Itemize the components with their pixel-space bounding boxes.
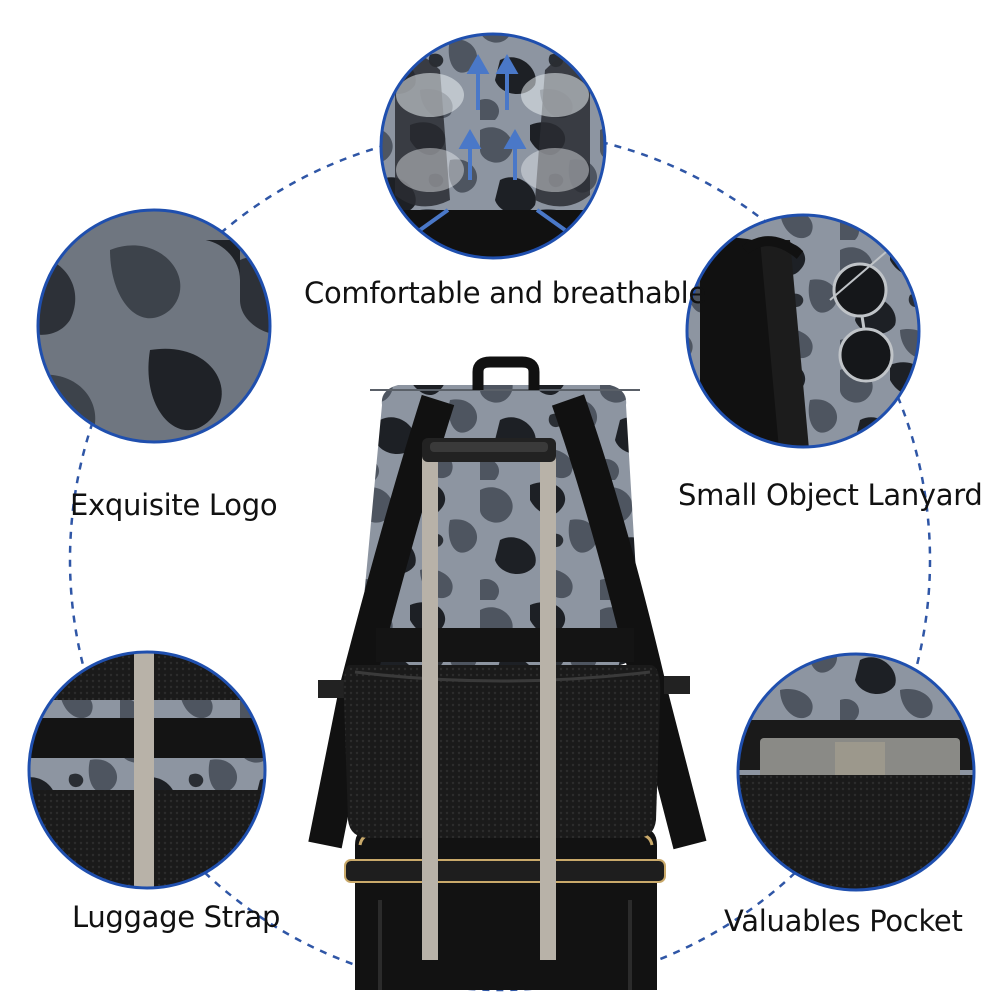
feature-label-luggage-strap: Luggage Strap [72, 900, 281, 934]
feature-label-breathable: Comfortable and breathable [304, 276, 706, 310]
backpack-main-image [308, 356, 707, 990]
breathable-back-closeup [379, 32, 607, 260]
lanyard-sunglasses-closeup [685, 213, 921, 449]
feature-label-lanyard: Small Object Lanyard [678, 478, 983, 512]
feature-label-logo: Exquisite Logo [70, 488, 278, 522]
fabric-logo-closeup [36, 208, 272, 444]
luggage-strap-closeup [27, 650, 267, 890]
valuables-pocket-closeup [736, 652, 976, 892]
feature-label-valuables-pocket: Valuables Pocket [724, 904, 963, 938]
